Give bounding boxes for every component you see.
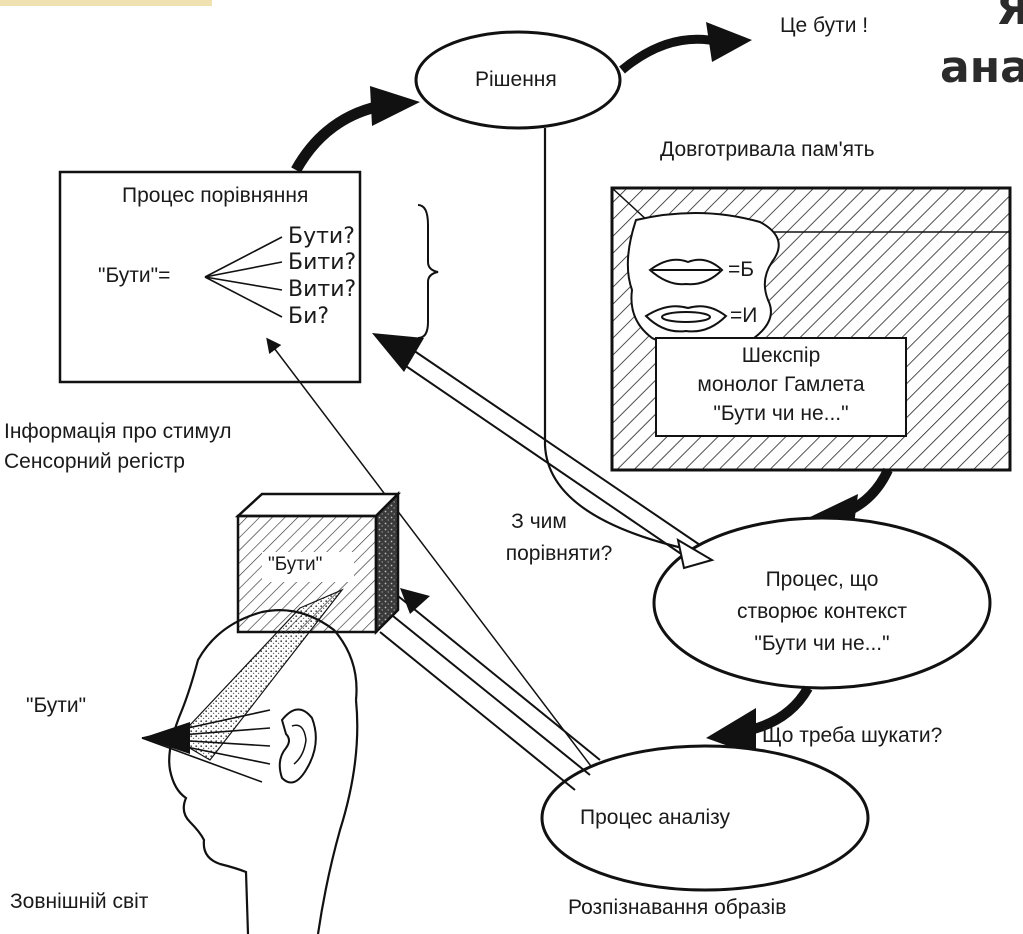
candidate-2: Бити?: [288, 250, 357, 275]
shakespeare-line2: монолог Гамлета: [697, 373, 865, 396]
decision-output-arrow: [619, 34, 722, 74]
analysis-process-node: [540, 744, 870, 892]
lips-i-icon: [644, 305, 728, 333]
stimulus-info-line1: Інформація про стимул: [4, 420, 232, 443]
context-to-analysis-arrowhead: [706, 708, 756, 756]
ear-inner: [291, 724, 307, 765]
context-side-arrowhead: [676, 537, 715, 570]
decision-label: Рішення: [475, 68, 557, 91]
analysis-to-cube-arrowhead: [400, 588, 430, 614]
compare-with-line2: порівняти?: [505, 542, 613, 565]
candidate-brace: [417, 204, 439, 339]
to-be-output-label: Це бути !: [780, 14, 869, 37]
ltm-label: Довготривала пам'ять: [660, 138, 875, 161]
head-back: [316, 699, 359, 934]
candidate-1: Бути?: [288, 224, 355, 249]
shakespeare-line3: "Бути чи не...": [713, 402, 849, 425]
pattern-recognition-label: Розпізнавання образів: [568, 896, 787, 919]
stimulus-info-line2: Сенсорний регістр: [4, 450, 185, 473]
slide-title-line2: ана: [940, 42, 1023, 93]
comparison-input: "Бути"=: [98, 264, 171, 287]
context-to-comparison-arrow: [399, 347, 701, 561]
corner-tab: [0, 0, 212, 6]
analysis-to-cube-lines: [379, 595, 601, 791]
spoken-word: "Бути": [26, 694, 87, 717]
sound-cone: [175, 588, 344, 761]
context-process-line3: "Бути чи не...": [754, 632, 890, 655]
sound-source-wedge: [142, 722, 190, 754]
context-process-line2: створює контекст: [737, 600, 907, 623]
head-profile: [168, 609, 358, 934]
external-world-label: Зовнішній світ: [10, 890, 149, 913]
what-to-search-label: Що треба шукати?: [762, 724, 943, 747]
shakespeare-box: [655, 337, 907, 437]
comparison-to-decision-arrow: [291, 100, 382, 173]
slide-title-line1: Я: [996, 0, 1023, 35]
context-process-node: [652, 516, 992, 690]
decision-output-arrowhead: [706, 22, 752, 62]
comparison-fan: [204, 236, 283, 318]
comparison-to-decision-arrowhead: [370, 86, 420, 126]
candidate-3: Вити?: [288, 277, 357, 302]
lips-b-icon: [648, 258, 724, 286]
context-process-line1: Процес, що: [765, 568, 879, 591]
comparison-box: [58, 170, 362, 384]
comparison-title: Процес порівняння: [122, 184, 309, 207]
analysis-process-label: Процес аналізу: [580, 806, 731, 829]
lip-b-label: =Б: [728, 258, 755, 281]
compare-with-line1: З чим: [511, 510, 567, 533]
decision-to-context-line: [543, 128, 701, 554]
analysis-to-comparison-line: [266, 337, 601, 779]
lip-i-label: =И: [730, 304, 758, 327]
context-to-analysis-arrow: [748, 685, 813, 735]
shakespeare-line1: Шекспір: [741, 344, 821, 367]
candidate-4: Би?: [288, 304, 330, 329]
decision-node: [414, 30, 622, 130]
sensory-word: "Бути": [268, 554, 323, 575]
context-to-comparison-arrowhead: [372, 333, 424, 372]
ear-icon: [278, 708, 317, 784]
